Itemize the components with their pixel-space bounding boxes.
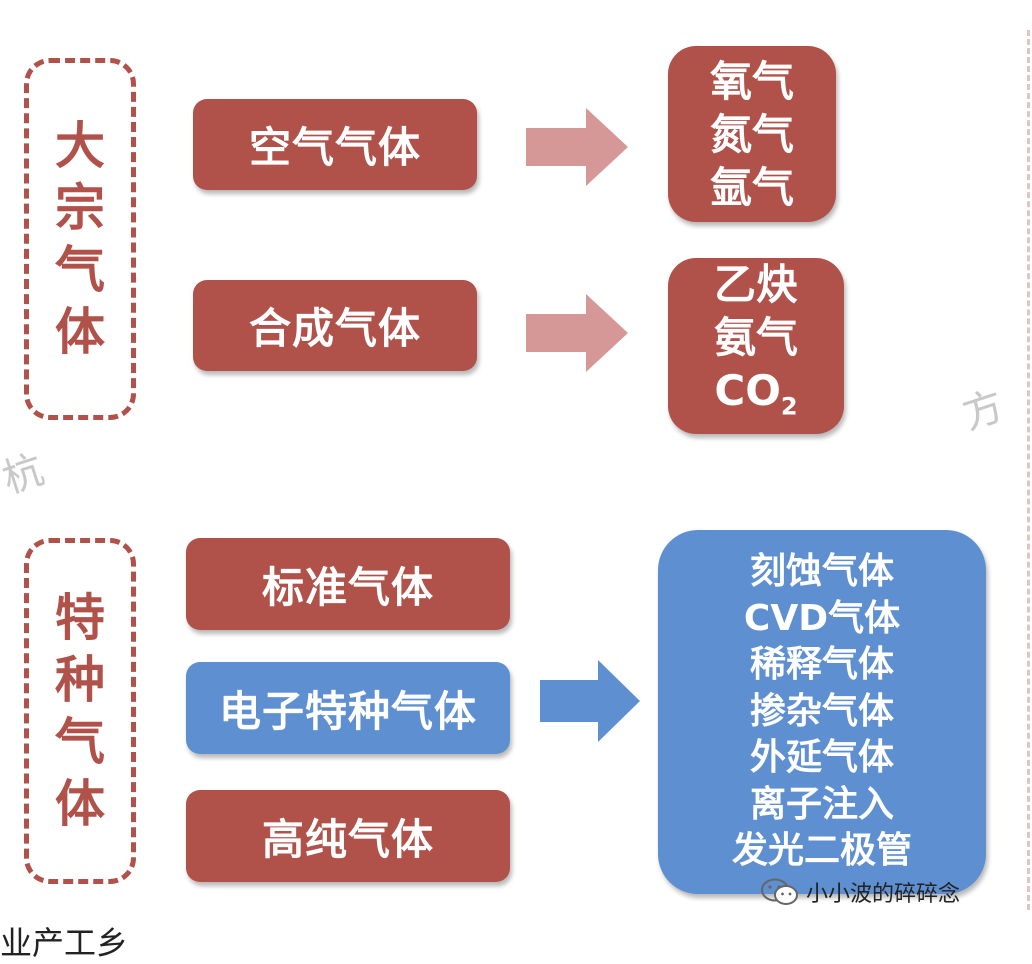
synthetic-arrow-icon xyxy=(526,294,628,372)
product-item: 掺杂气体 xyxy=(749,690,894,732)
bulk-gas-char: 宗 xyxy=(55,179,105,237)
product-item: 外延气体 xyxy=(749,737,894,779)
wechat-icon xyxy=(761,878,798,905)
co2-main: CO xyxy=(714,366,781,416)
product-item: 氮气 xyxy=(709,109,794,159)
special-gas-category-label: 特 种 气 体 xyxy=(24,538,136,884)
bulk-gas-char: 气 xyxy=(55,241,105,299)
co2-label: CO2 xyxy=(714,364,797,433)
electronic-arrow-icon xyxy=(540,660,640,742)
product-item: 刻蚀气体 xyxy=(749,551,894,593)
special-gas-char: 特 xyxy=(55,589,105,647)
product-item: 氩气 xyxy=(709,162,794,212)
product-item: 乙炔 xyxy=(713,260,798,310)
right-edge-divider xyxy=(1027,30,1030,910)
account-name: 小小波的碎碎念 xyxy=(806,882,961,907)
electronic-special-gas-box: 电子特种气体 xyxy=(186,662,510,754)
synthetic-gas-box: 合成气体 xyxy=(193,280,477,371)
product-item: 氨气 xyxy=(713,313,798,363)
standard-gas-box: 标准气体 xyxy=(186,538,510,630)
special-gas-char: 气 xyxy=(55,713,105,771)
bulk-gas-char: 体 xyxy=(55,303,105,361)
product-item: CVD气体 xyxy=(743,597,901,639)
bottom-cut-text: 业产工乡 xyxy=(0,924,129,962)
air-gas-box: 空气气体 xyxy=(193,99,477,190)
watermark-right: 方 xyxy=(957,382,1010,439)
air-arrow-icon xyxy=(526,108,628,186)
special-gas-char: 体 xyxy=(55,775,105,833)
product-item: 稀释气体 xyxy=(749,644,894,686)
co2-subscript: 2 xyxy=(780,392,798,421)
product-item: 发光二极管 xyxy=(731,830,912,872)
product-item: 氧气 xyxy=(709,56,794,106)
synthetic-products-box: 乙炔 氨气 CO2 xyxy=(668,258,844,434)
watermark-left: 杭 xyxy=(0,446,50,503)
footer-attribution: 小小波的碎碎念 xyxy=(760,872,960,912)
bulk-gas-category-label: 大 宗 气 体 xyxy=(24,58,136,420)
air-products-box: 氧气 氮气 氩气 xyxy=(668,46,836,222)
bulk-gas-char: 大 xyxy=(55,117,105,175)
high-purity-gas-box: 高纯气体 xyxy=(186,790,510,882)
special-gas-char: 种 xyxy=(55,651,105,709)
product-item: 离子注入 xyxy=(749,783,894,825)
electronic-products-box: 刻蚀气体 CVD气体 稀释气体 掺杂气体 外延气体 离子注入 发光二极管 xyxy=(658,530,986,894)
